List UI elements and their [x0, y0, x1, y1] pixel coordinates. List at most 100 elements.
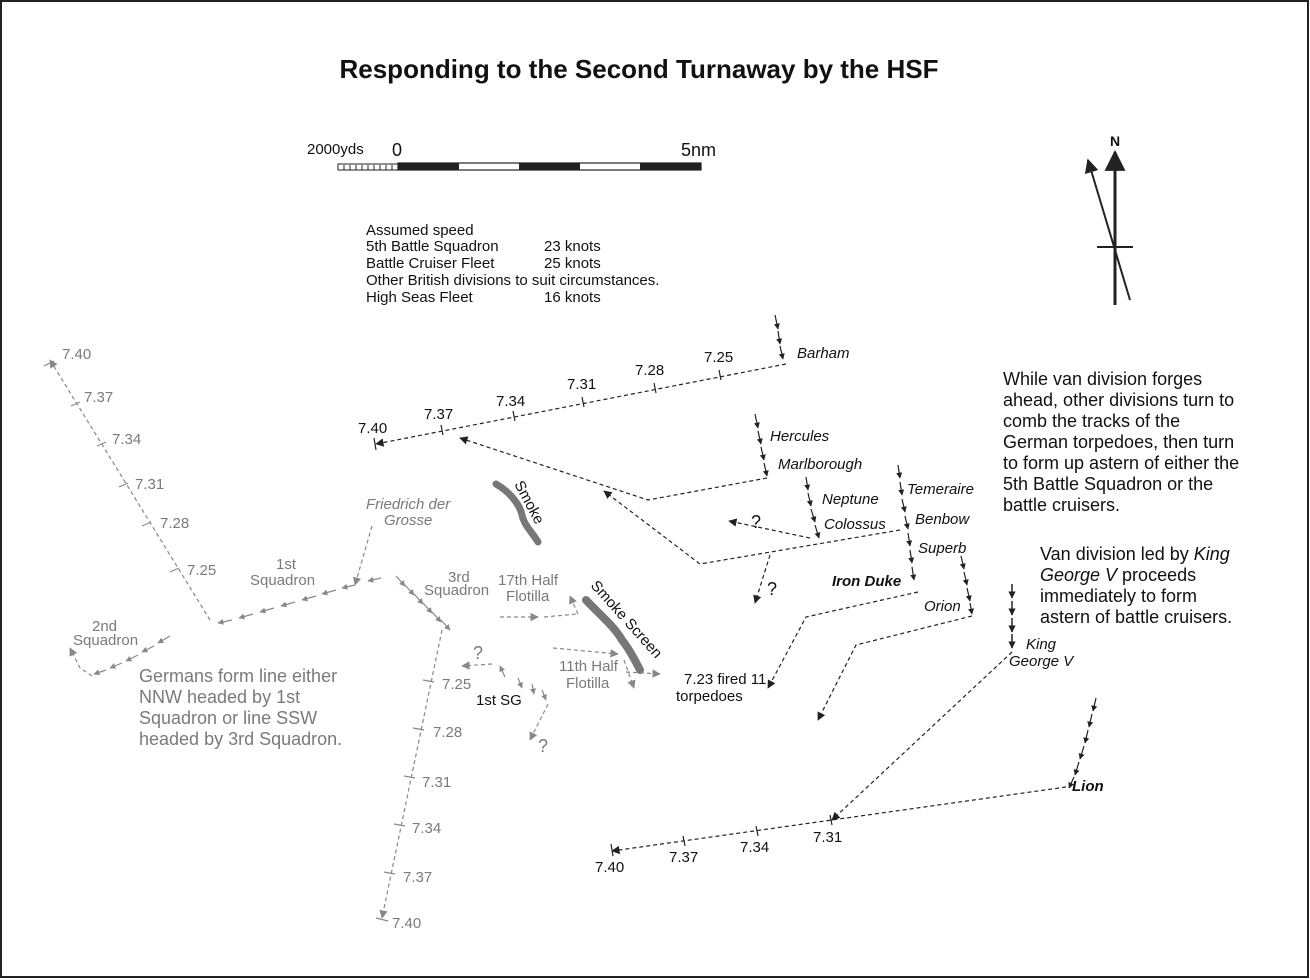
note-line: 5th Battle Squadron or the [1003, 474, 1213, 494]
lion-time: 7.40 [595, 859, 624, 876]
unknown-mark: ? [473, 643, 483, 663]
second-squadron-label: 2nd [92, 618, 117, 635]
first-sg: 1st SG ? ? [461, 643, 549, 756]
speed-row-value: 23 knots [544, 238, 601, 255]
ship-label-benbow: Benbow [915, 511, 970, 528]
marlborough-division: Hercules Marlborough [459, 413, 862, 501]
note-line: headed by 3rd Squadron. [139, 729, 342, 749]
note-line: Germans form line either [139, 666, 337, 686]
ship-label-colossus: Colossus [824, 516, 886, 533]
ship-label-superb: Superb [918, 540, 966, 557]
german-south-time: 7.40 [392, 915, 421, 932]
note-line: NNW headed by 1st [139, 687, 300, 707]
note-line: comb the tracks of the [1003, 411, 1180, 431]
note-line: astern of battle cruisers. [1040, 607, 1232, 627]
ship-label-iron-duke: Iron Duke [832, 573, 901, 590]
first-sg-label: 1st SG [476, 692, 522, 709]
ship-label-marlborough: Marlborough [778, 456, 862, 473]
german-south-time: 7.28 [433, 724, 462, 741]
german-north-time: 7.37 [84, 389, 113, 406]
north-arrow-icon: N [1084, 133, 1133, 305]
note-line: immediately to form [1040, 586, 1197, 606]
german-north-time: 7.25 [187, 562, 216, 579]
german-south-track: 7.25 7.28 7.31 7.34 7.37 7.40 [375, 629, 471, 932]
flotilla-17: 17th Half Flotilla [498, 572, 579, 622]
torpedo-note: 7.23 fired 11 [684, 671, 766, 688]
third-squadron-label: 3rd [448, 569, 470, 586]
german-south-time: 7.25 [442, 676, 471, 693]
speed-row-value: 16 knots [544, 289, 601, 306]
scale-zero-label: 0 [392, 140, 402, 160]
german-south-time: 7.37 [403, 869, 432, 886]
unknown-mark: ? [767, 579, 777, 599]
first-squadron-line: 1st Squadron Friedrich der Grosse [217, 496, 451, 625]
lion-time: 7.31 [813, 829, 842, 846]
german-north-time: 7.28 [160, 515, 189, 532]
note-line: ahead, other divisions turn to [1003, 390, 1234, 410]
iron-duke-division: Temeraire Benbow Superb Iron Duke [767, 464, 974, 689]
flotilla-11: 11th Half Flotilla [552, 647, 661, 692]
scale-left-label: 2000yds [307, 141, 364, 158]
unknown-mark: ? [538, 736, 548, 756]
speed-row-unit: Battle Cruiser Fleet [366, 255, 495, 272]
note-line: battle cruisers. [1003, 495, 1120, 515]
speed-legend: Assumed speed 5th Battle Squadron 23 kno… [366, 222, 659, 306]
note-line: While van division forges [1003, 369, 1202, 389]
lion-time: 7.34 [740, 839, 769, 856]
barham-time: 7.34 [496, 393, 525, 410]
ship-label-king-george: King [1026, 636, 1057, 653]
king-george-division: King George V [831, 584, 1075, 821]
unknown-mark: ? [751, 512, 761, 532]
barham-time: 7.37 [424, 406, 453, 423]
second-squadron-label: Squadron [73, 632, 138, 649]
barham-track: 7.25 7.28 7.31 7.34 7.37 7.40 Barham [358, 345, 850, 451]
ship-label-orion: Orion [924, 598, 961, 615]
ship-label-lion: Lion [1072, 778, 1104, 795]
speed-row-unit: Other British divisions to suit circumst… [366, 272, 659, 289]
map-title: Responding to the Second Turnaway by the… [339, 54, 938, 84]
german-south-time: 7.31 [422, 774, 451, 791]
second-squadron-line: 2nd Squadron [69, 618, 171, 677]
flotilla-11-label: 11th Half [559, 658, 619, 675]
colossus-division: Neptune Colossus ? ? [603, 476, 901, 604]
barham-time: 7.28 [635, 362, 664, 379]
speed-row-unit: High Seas Fleet [366, 289, 474, 306]
torpedo-note: torpedoes [676, 688, 743, 705]
german-north-time: 7.31 [135, 476, 164, 493]
north-label: N [1110, 133, 1120, 149]
note-line: George V proceeds [1040, 565, 1196, 585]
speed-legend-heading: Assumed speed [366, 222, 474, 239]
lion-time: 7.37 [669, 849, 698, 866]
germans-note: Germans form line either NNW headed by 1… [139, 666, 342, 749]
barham-time: 7.31 [567, 376, 596, 393]
ship-label-neptune: Neptune [822, 491, 879, 508]
ship-label-barham: Barham [797, 345, 850, 362]
german-south-time: 7.34 [412, 820, 441, 837]
note-line: Squadron or line SSW [139, 708, 317, 728]
speed-row-value: 25 knots [544, 255, 601, 272]
note-line: Van division led by King [1040, 544, 1230, 564]
scale-bar: 2000yds 0 5nm [307, 140, 716, 171]
flotilla-11-label: Flotilla [566, 675, 610, 692]
ship-label-friedrich: Friedrich der [366, 496, 451, 513]
king-george-note: Van division led by King George V procee… [1040, 544, 1232, 627]
orion-division: Orion [817, 555, 974, 721]
note-line: German torpedoes, then turn [1003, 432, 1234, 452]
smoke-screen: Smoke Screen [582, 577, 665, 674]
smoke-patch: Smoke [492, 478, 547, 546]
barham-time: 7.40 [358, 420, 387, 437]
first-squadron-label: 1st [276, 556, 297, 573]
note-line: to form up astern of either the [1003, 453, 1239, 473]
ship-label-friedrich: Grosse [384, 512, 432, 529]
third-squadron-label: Squadron [424, 582, 489, 599]
german-north-track: 7.25 7.28 7.31 7.34 7.37 7.40 [43, 346, 216, 621]
first-squadron-label: Squadron [250, 572, 315, 589]
lion-track: Lion 7.31 7.34 7.37 7.40 [595, 697, 1104, 876]
ship-label-temeraire: Temeraire [907, 481, 974, 498]
speed-row-unit: 5th Battle Squadron [366, 238, 499, 255]
third-squadron-line: 3rd Squadron [395, 569, 489, 631]
scale-end-label: 5nm [681, 140, 716, 160]
german-north-time: 7.34 [112, 431, 141, 448]
